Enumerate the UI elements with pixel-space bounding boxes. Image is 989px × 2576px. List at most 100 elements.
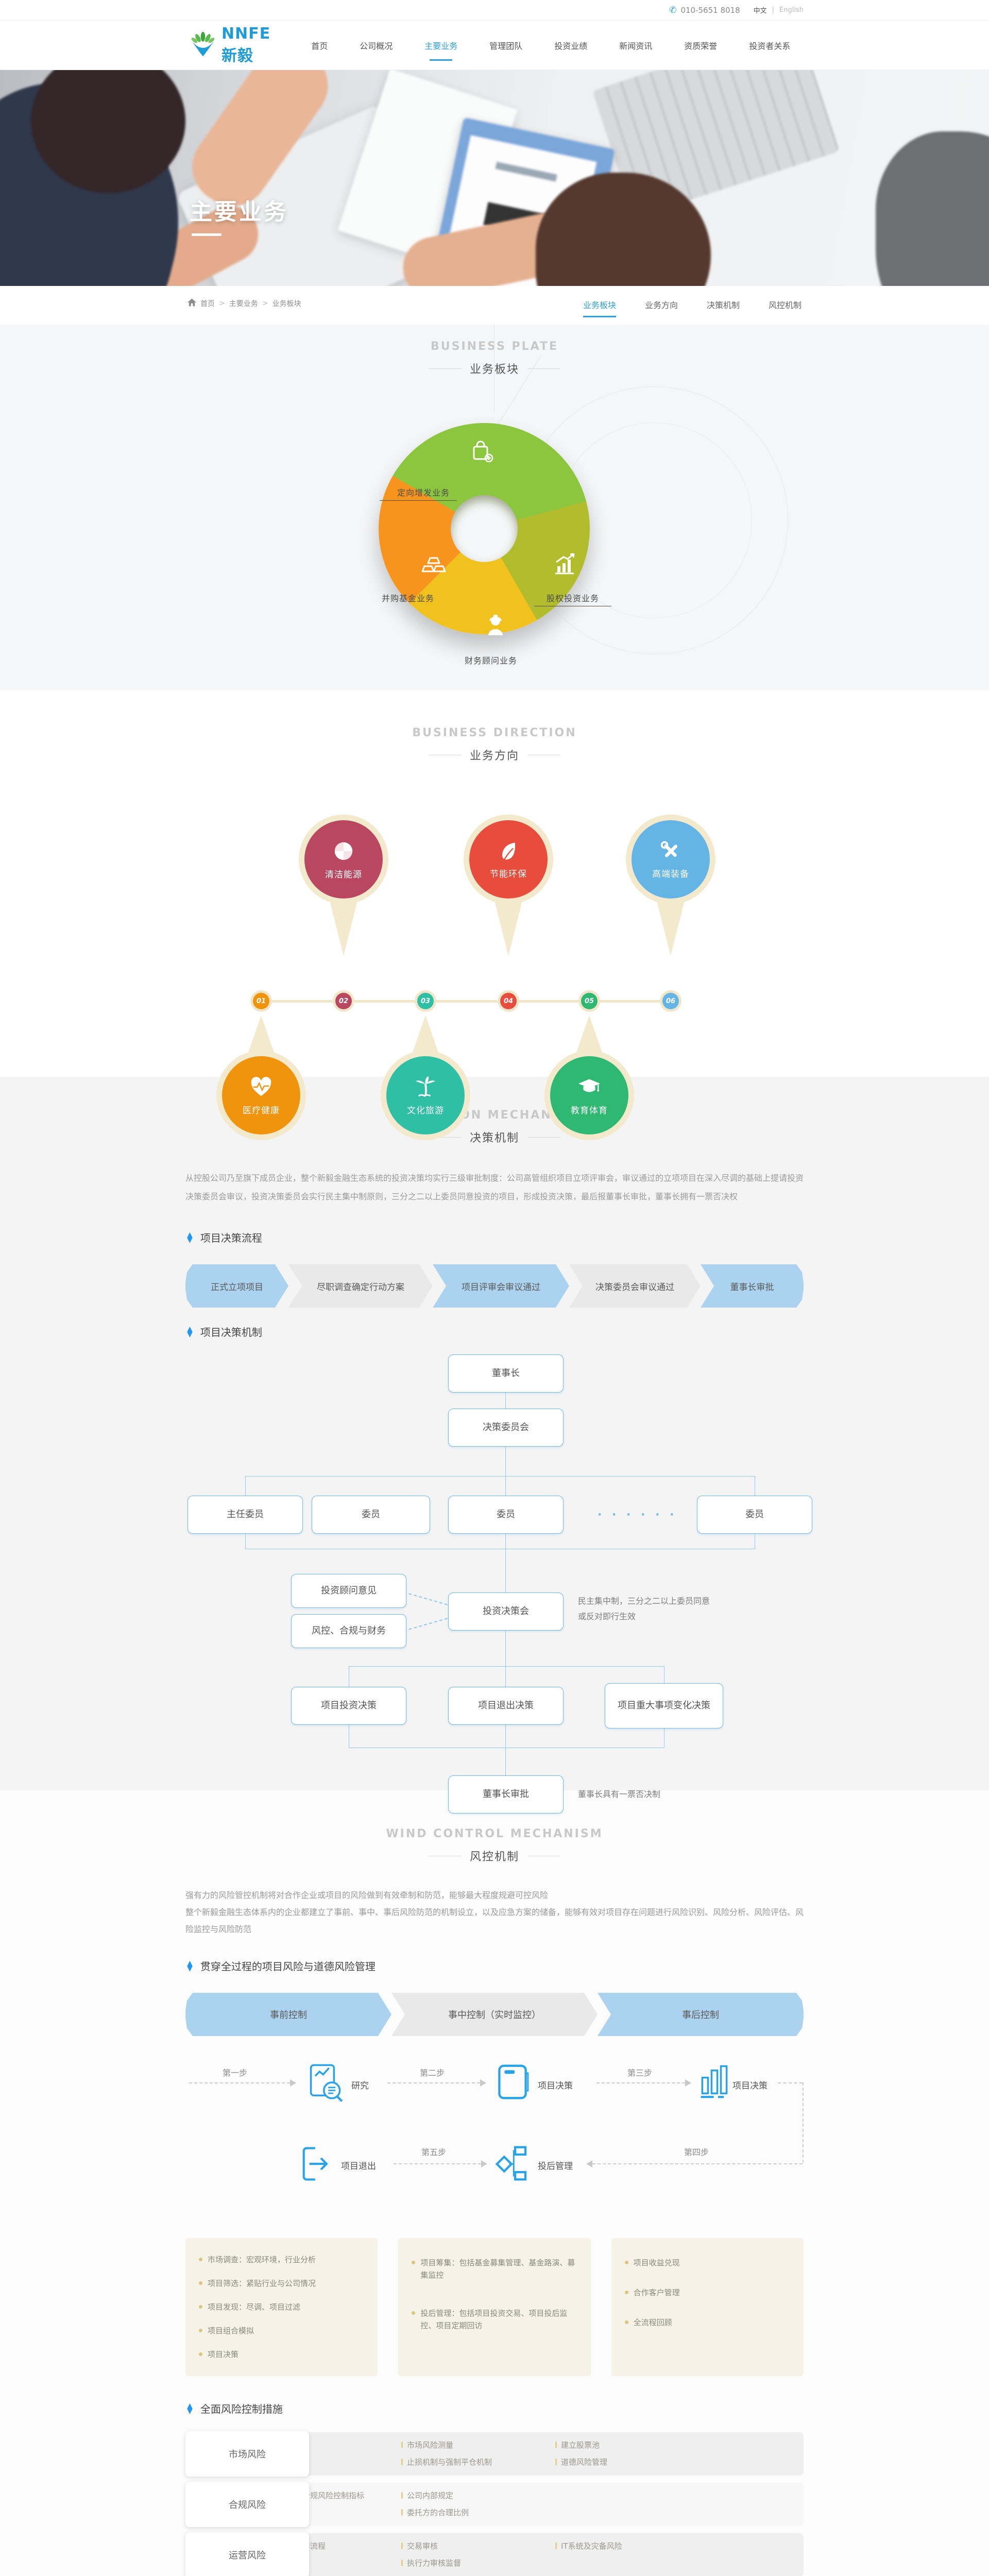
org-box-invest-decision: 项目投资决策 [291,1687,406,1725]
pinwheel-icon [334,842,353,860]
wind-phases: 事前控制 事中控制（实时监控） 事后控制 [185,1993,804,2036]
risk-row-operation: 运营风险 投资授权体系与操作流程 交易审核 IT系统及灾备风险 集中交易制度 执… [185,2532,804,2576]
bullet-bar-icon [401,2543,403,2549]
bullet-dot-icon [412,2311,416,2315]
risk-category: 市场风险 [185,2431,309,2477]
wind-card-pre: 市场调查：宏观环境，行业分析 项目筛选：紧贴行业与公司情况 项目发现：尽调、项目… [185,2238,378,2376]
org-ellipsis: · · · · · · [598,1509,677,1521]
control-heading: ◆ 全面风险控制措施 [187,2400,283,2417]
bullet-bar-icon [401,2560,403,2566]
diamond-icon: ◆ [187,1323,193,1340]
section-title-zh: 业务方向 [0,747,989,763]
exit-icon [302,2147,328,2181]
breadcrumb-level2: 业务板块 [272,300,301,308]
wind-paragraph-2: 整个新毅金融生态体系内的企业都建立了事前、事中、事后风险防范的机制设立，以及应急… [185,1907,804,1934]
direction-pin-clean-energy: 清洁能源 [299,815,388,956]
step-name: 投后管理 [538,2161,573,2172]
section-title-en: BUSINESS DIRECTION [412,726,577,739]
bullet-dot-icon [199,2329,202,2332]
dashed-arrow-right [387,2079,486,2087]
top-bar: ✆ 010-5651 8018 中文 | English [0,0,989,21]
growth-chart-icon [555,553,575,574]
home-icon[interactable] [187,298,196,309]
phone-number: 010-5651 8018 [680,5,740,15]
decision-paragraph: 从控股公司乃至旗下成员企业，整个新毅金融生态系统的投资决策均实行三级审批制度：公… [185,1173,804,1201]
segment-label: 股权投资业务 [546,594,600,603]
section-title-en: WIND CONTROL MECHANISM [386,1827,603,1840]
bullet-dot-icon [624,2261,628,2264]
dashed-arrow-right [394,2160,487,2167]
breadcrumb-level1[interactable]: 主要业务 [229,300,258,308]
bullet-bar-icon [555,2543,557,2549]
dashed-line-vertical [803,2082,804,2163]
org-box-member: 委员 [312,1496,430,1534]
org-nodes-icon [495,2146,527,2181]
bullet-bar-icon [555,2442,557,2448]
segment-underline [380,500,457,501]
flow-step: 正式立项项目 [185,1264,288,1308]
flow-step: 项目评审会审议通过 [433,1264,569,1308]
bullet-dot-icon [199,2352,202,2356]
bullet-bar-icon [401,2459,403,2465]
logo-text: NNFE新毅 [221,25,271,65]
risk-category: 合规风险 [185,2482,309,2527]
phone-icon: ✆ [669,5,677,15]
hero-banner: 主要业务 [0,70,989,286]
org-box-member: 委员 [697,1496,812,1534]
direction-pin-education-sports: 教育体育 [544,1015,634,1140]
tab-decision-mechanism[interactable]: 决策机制 [706,300,740,310]
nav-item-main-business[interactable]: 主要业务 [424,33,457,58]
section-title-zh: 决策机制 [0,1129,989,1145]
nav-item-investor-relations[interactable]: 投资者关系 [749,41,791,51]
org-box-exit-decision: 项目退出决策 [448,1687,564,1725]
lang-switch-en[interactable]: English [779,6,804,14]
direction-pin-high-end-equipment: 高端装备 [626,815,715,956]
hero-person-shape [31,70,185,193]
bullet-dot-icon [199,2258,202,2261]
phase-step: 事中控制（实时监控） [391,1993,598,2036]
org-box-major-change-decision: 项目重大事项变化决策 [605,1683,723,1728]
org-box-advisor-opinion: 投资顾问意见 [291,1574,406,1608]
graduation-cap-icon [578,1079,601,1092]
risk-row-compliance: 合规风险 在交易系统中设置合规风险控制指标 公司内部规定 监管规定 委托方的合理… [185,2482,804,2527]
decision-flow-steps: 正式立项项目 尽职调查确定行动方案 项目评审会审议通过 决策委员会审议通过 董事… [185,1264,804,1308]
process-heading: ◆ 贯穿全过程的项目风险与道德风险管理 [187,1957,376,1974]
flow-step: 决策委员会审议通过 [569,1264,701,1308]
section-decision-mechanism: DECISION MECHANISM 决策机制 从控股公司乃至旗下成员企业，整个… [0,1077,989,1814]
wind-card-post: 项目收益兑现 合作客户管理 全流程回顾 [611,2238,804,2376]
logo[interactable]: NNFE新毅 [190,25,270,65]
pin-tail [655,895,686,956]
breadcrumb-home[interactable]: 首页 [200,300,215,308]
org-heading: ◆ 项目决策机制 [187,1323,262,1340]
nav-item-home[interactable]: 首页 [311,41,328,51]
diamond-icon: ◆ [187,1229,193,1246]
nav-item-team[interactable]: 管理团队 [489,41,523,51]
lang-switch-zh[interactable]: 中文 [753,7,767,15]
tab-wind-control[interactable]: 风控机制 [768,300,802,310]
tab-business-plate[interactable]: 业务板块 [583,298,616,317]
org-box-chief-member: 主任委员 [187,1496,303,1534]
pin-tail [493,895,524,956]
breadcrumb: 首页 > 主要业务 > 业务板块 [187,298,301,309]
breadcrumb-separator: > [262,299,268,308]
nav-item-honors[interactable]: 资质荣誉 [684,41,718,51]
bullet-bar-icon [401,2509,403,2516]
flow-step: 董事长审批 [701,1264,804,1308]
nav-item-performance[interactable]: 投资业绩 [554,41,588,51]
step-name: 项目决策 [732,2081,768,2091]
phase-step: 事前控制 [185,1993,391,2036]
segment-label: 财务顾问业务 [464,656,518,666]
nav-item-news[interactable]: 新闻资讯 [619,41,653,51]
wind-paragraph-1: 强有力的风险管控机制将对合作企业或项目的风险做到有效牵制和防范，能够最大程度规避… [185,1890,549,1900]
leaf-icon [502,842,515,861]
segment-label: 定向增发业务 [397,488,450,498]
bar-chart-icon [701,2065,728,2098]
site-header: NNFE新毅 首页 公司概况 主要业务 管理团队 投资业绩 新闻资讯 资质荣誉 … [0,21,989,70]
bag-plus-icon [473,440,493,463]
logo-leaf-icon [190,31,216,60]
lang-separator: | [772,6,775,14]
tab-business-direction[interactable]: 业务方向 [644,300,678,310]
bullet-dot-icon [624,2320,628,2324]
bullet-dot-icon [199,2281,202,2285]
nav-item-company[interactable]: 公司概况 [360,41,393,51]
